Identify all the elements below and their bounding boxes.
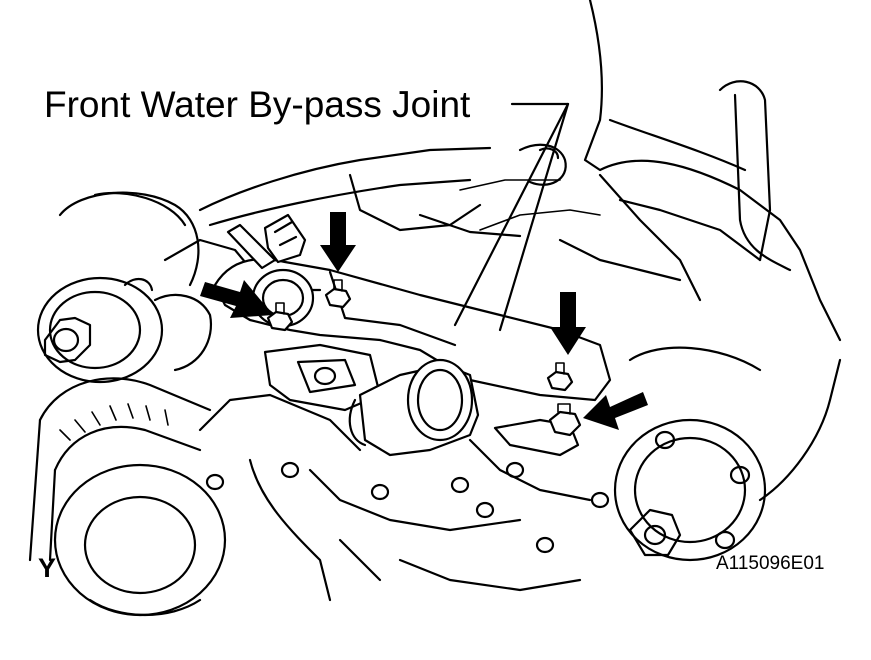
callout-leader <box>453 102 570 332</box>
lower-block <box>198 393 610 602</box>
engine-block-outline <box>198 0 842 342</box>
drive-belt <box>28 377 212 562</box>
figure-code: A115096E01 <box>716 553 825 574</box>
gasket-flange <box>263 343 382 412</box>
water-pump-pulley <box>36 191 272 384</box>
arrow-nut <box>583 392 648 430</box>
arrow-right-bolt <box>550 292 586 355</box>
view-letter: Y <box>38 553 57 583</box>
bolt-upper-left <box>266 302 294 332</box>
nut-bracket <box>493 403 582 457</box>
sensor-connector <box>226 213 307 270</box>
arrow-upper-middle-bolt <box>320 212 356 272</box>
arrow-upper-left-bolt <box>200 280 273 318</box>
bolt-right <box>546 362 574 392</box>
right-pulley <box>613 346 842 562</box>
outlet-pipe <box>348 358 480 457</box>
bolt-upper-middle <box>324 279 352 309</box>
crank-pulley <box>53 463 227 617</box>
callout-label: Front Water By-pass Joint <box>44 84 471 125</box>
